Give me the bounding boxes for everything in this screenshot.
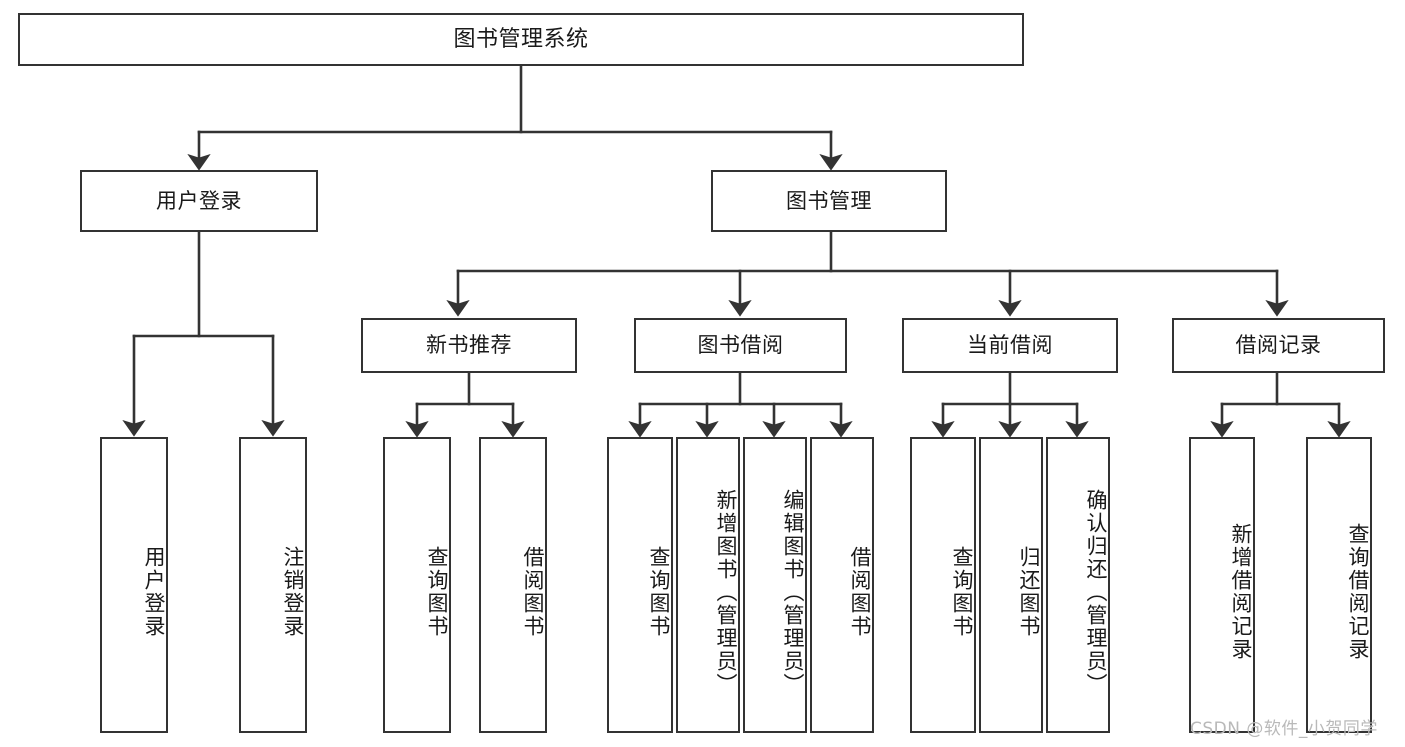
- node-label: 新书推荐: [426, 333, 512, 358]
- node-root-system[interactable]: 图书管理系统: [18, 13, 1024, 66]
- node-leaf-user-login[interactable]: 用户登录: [100, 437, 168, 733]
- node-leaf-query-borrow-record[interactable]: 查询借阅记录: [1306, 437, 1372, 733]
- node-label: 当前借阅: [967, 333, 1053, 358]
- node-label: 借阅图书: [521, 546, 545, 638]
- node-label: 查询图书: [950, 546, 974, 638]
- node-label: 图书借阅: [697, 333, 784, 358]
- csdn-watermark: CSDN @软件_小贺同学: [1190, 719, 1378, 739]
- node-label: 注销登录: [281, 546, 305, 638]
- node-book-management[interactable]: 图书管理: [711, 170, 947, 232]
- node-label: 用户登录: [142, 546, 166, 638]
- node-leaf-logout-login[interactable]: 注销登录: [239, 437, 307, 733]
- node-label: 借阅图书: [848, 546, 872, 638]
- node-label: 确认归还（管理员）: [1084, 488, 1108, 696]
- node-leaf-query-book-3[interactable]: 查询图书: [910, 437, 976, 733]
- node-leaf-return-book[interactable]: 归还图书: [979, 437, 1043, 733]
- node-label: 查询借阅记录: [1346, 523, 1370, 661]
- node-label: 编辑图书（管理员）: [781, 488, 805, 696]
- node-label: 新增借阅记录: [1229, 523, 1253, 661]
- node-leaf-query-book-2[interactable]: 查询图书: [607, 437, 673, 733]
- node-label: 查询图书: [425, 546, 449, 638]
- node-current-borrow[interactable]: 当前借阅: [902, 318, 1118, 373]
- node-leaf-confirm-return-admin[interactable]: 确认归还（管理员）: [1046, 437, 1110, 733]
- node-label: 图书管理系统: [453, 26, 589, 52]
- node-label: 新增图书（管理员）: [714, 488, 738, 696]
- node-label: 图书管理: [786, 188, 872, 213]
- node-leaf-query-book-1[interactable]: 查询图书: [383, 437, 451, 733]
- node-leaf-add-borrow-record[interactable]: 新增借阅记录: [1189, 437, 1255, 733]
- node-label: 查询图书: [647, 546, 671, 638]
- node-book-borrow[interactable]: 图书借阅: [634, 318, 847, 373]
- node-leaf-borrow-book-2[interactable]: 借阅图书: [810, 437, 874, 733]
- node-label: 借阅记录: [1235, 333, 1322, 358]
- node-leaf-add-book-admin[interactable]: 新增图书（管理员）: [676, 437, 740, 733]
- node-label: 归还图书: [1017, 546, 1041, 638]
- node-new-book-recommend[interactable]: 新书推荐: [361, 318, 577, 373]
- node-user-login[interactable]: 用户登录: [80, 170, 318, 232]
- node-label: 用户登录: [156, 188, 242, 213]
- node-leaf-borrow-book-1[interactable]: 借阅图书: [479, 437, 547, 733]
- node-borrow-record[interactable]: 借阅记录: [1172, 318, 1385, 373]
- node-leaf-edit-book-admin[interactable]: 编辑图书（管理员）: [743, 437, 807, 733]
